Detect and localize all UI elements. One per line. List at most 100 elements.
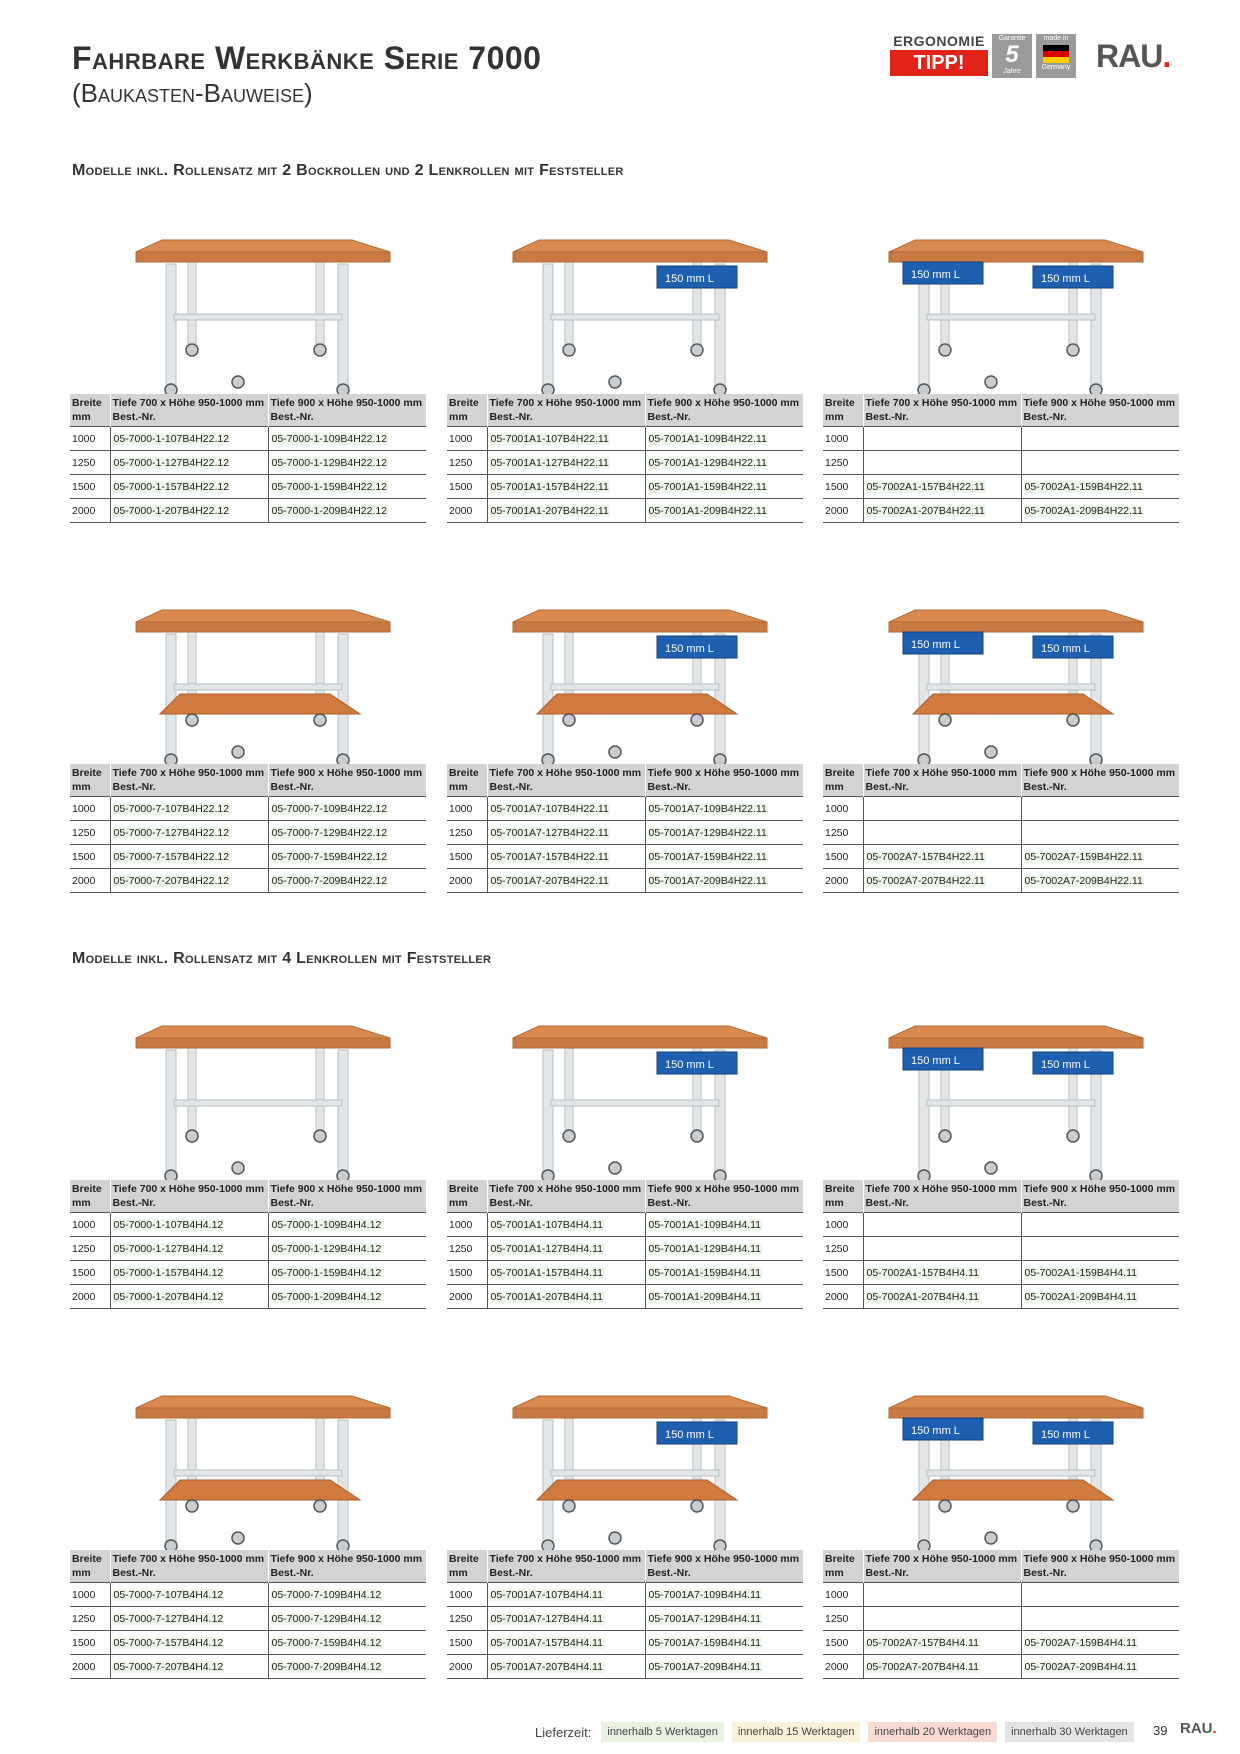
order-code-700: 05-7002A7-157B4H4.11: [862, 1630, 1021, 1655]
caster-icon: [690, 713, 704, 727]
caster-icon: [336, 753, 350, 764]
drawer: [656, 265, 738, 289]
order-code-900: 05-7001A7-159B4H22.11: [644, 844, 803, 869]
width-cell: 2000: [447, 498, 487, 523]
width-cell: 1250: [70, 1236, 110, 1261]
bench-leg: [542, 1049, 554, 1175]
width-cell: 1250: [447, 450, 487, 475]
order-code-900: [1020, 820, 1179, 845]
order-code-900: 05-7000-7-129B4H4.12: [267, 1606, 426, 1631]
order-code-700: [862, 796, 1021, 821]
ergonomie-label: ERGONOMIE: [893, 33, 985, 49]
bench-top-edge: [888, 1037, 1144, 1049]
drawer-label: 150 mm L: [665, 273, 714, 285]
caster-icon: [231, 375, 245, 389]
bench-crossbar: [173, 683, 343, 691]
delivery-label: Lieferzeit:: [535, 1724, 592, 1740]
order-code-900: 05-7002A7-159B4H4.11: [1020, 1630, 1179, 1655]
bench-shelf: [158, 1479, 362, 1501]
bench-top: [512, 609, 768, 623]
width-cell: 1000: [823, 1212, 863, 1237]
caster-icon: [608, 745, 622, 759]
order-code-900: 05-7001A7-209B4H4.11: [644, 1654, 803, 1679]
drawer: [656, 1421, 738, 1445]
bench-leg: [165, 1419, 177, 1545]
workbench-illustration: 150 mm L: [447, 584, 803, 764]
page-number: 39: [1153, 1723, 1168, 1738]
bench-leg: [337, 633, 349, 759]
order-code-900: 05-7000-1-159B4H4.12: [267, 1260, 426, 1285]
order-code-700: 05-7001A7-127B4H22.11: [486, 820, 645, 845]
caster-icon: [917, 383, 931, 394]
order-code-900: 05-7002A1-159B4H22.11: [1020, 474, 1179, 499]
width-cell: 1000: [823, 1582, 863, 1607]
caster-icon: [984, 745, 998, 759]
order-code-900: [1020, 1606, 1179, 1631]
order-code-900: [1020, 426, 1179, 451]
width-cell: 1250: [823, 820, 863, 845]
order-code-900: 05-7000-7-129B4H22.12: [267, 820, 426, 845]
bench-leg: [564, 1039, 574, 1133]
bench-leg: [187, 1039, 197, 1133]
workbench-svg: [135, 609, 391, 764]
bench-top: [888, 1395, 1144, 1409]
order-code-900: 05-7001A7-159B4H4.11: [644, 1630, 803, 1655]
order-code-700: 05-7000-7-207B4H4.12: [109, 1654, 268, 1679]
caster-icon: [984, 375, 998, 389]
bench-leg: [337, 1419, 349, 1545]
order-code-700: 05-7000-1-207B4H4.12: [109, 1284, 268, 1309]
order-code-700: 05-7000-7-157B4H4.12: [109, 1630, 268, 1655]
width-cell: 1500: [70, 1260, 110, 1285]
footer-logo-dot: .: [1212, 1720, 1217, 1737]
width-cell: 1000: [447, 1212, 487, 1237]
width-cell: 1250: [70, 1606, 110, 1631]
bench-top-edge: [888, 621, 1144, 633]
order-code-700: 05-7002A1-157B4H4.11: [862, 1260, 1021, 1285]
order-code-900: 05-7001A1-109B4H22.11: [644, 426, 803, 451]
drawer: [902, 1047, 984, 1071]
bench-crossbar: [926, 1469, 1096, 1477]
caster-icon: [541, 383, 555, 394]
bench-leg: [165, 633, 177, 759]
order-code-700: 05-7001A1-107B4H22.11: [486, 426, 645, 451]
order-code-900: 05-7000-7-109B4H4.12: [267, 1582, 426, 1607]
width-cell: 2000: [447, 1654, 487, 1679]
bench-top-edge: [512, 251, 768, 263]
delivery-legend: Lieferzeit: innerhalb 5 Werktagen innerh…: [535, 1720, 1142, 1744]
table-row: 1000: [823, 426, 1179, 451]
order-code-900: 05-7001A1-159B4H4.11: [644, 1260, 803, 1285]
drawer-label: 150 mm L: [1041, 1429, 1090, 1441]
order-code-700: 05-7002A1-207B4H22.11: [862, 498, 1021, 523]
bench-top-edge: [888, 251, 1144, 263]
order-code-900: 05-7000-7-209B4H22.12: [267, 868, 426, 893]
order-code-700: 05-7001A7-157B4H4.11: [486, 1630, 645, 1655]
footer-logo-text: RAU: [1180, 1720, 1213, 1737]
caster-icon: [938, 1499, 952, 1513]
